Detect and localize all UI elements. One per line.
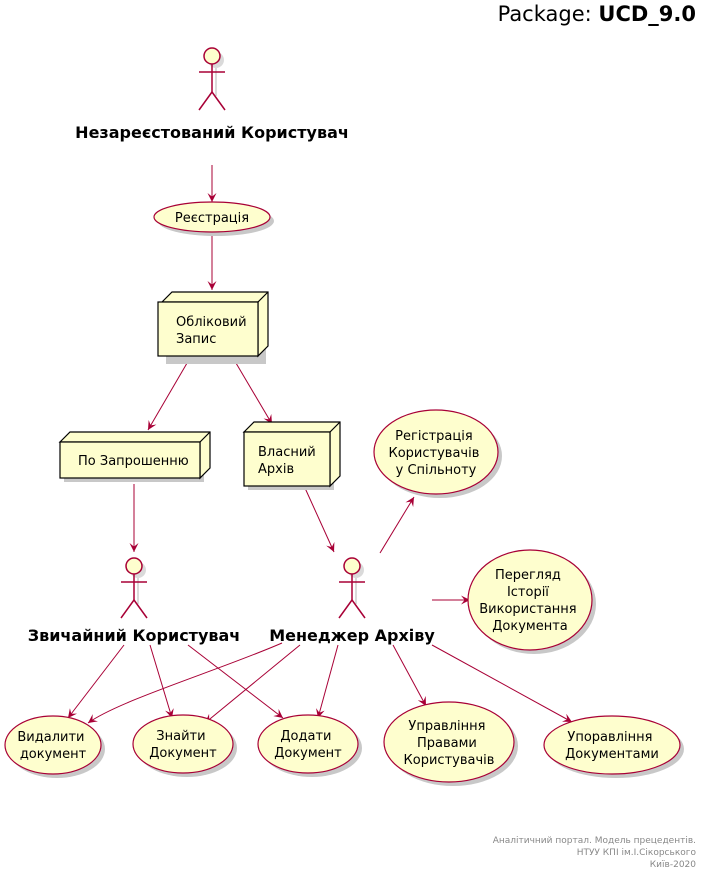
node-invite-label: По Запрошенню [78, 454, 189, 469]
actor-manager-label: Менеджер Архіву [269, 626, 435, 645]
edge-own-archive-manager [304, 487, 335, 553]
node-account: Обліковий Запис [157, 291, 269, 364]
actor-regular-label: Звичайний Користувач [28, 626, 241, 645]
usecase-register-users: Регістрація Користувачів у Спільноту [373, 409, 502, 498]
node-account-line-1: Обліковий [176, 315, 247, 330]
usecase-register-users-line-2: Користувачів [388, 446, 479, 461]
edge-account-own-archive [232, 357, 273, 425]
usecase-find-doc-line-2: Документ [149, 746, 217, 761]
usecase-register-users-label: Регістрація Користувачів у Спільноту [388, 429, 483, 478]
package-title: Package: UCD_9.0 [498, 2, 696, 26]
usecase-find-doc-label: Знайти Документ [149, 729, 217, 761]
usecase-registration-label: Реєстрація [175, 211, 249, 226]
package-title-prefix: Package: [497, 2, 599, 26]
edge-manager-docs [431, 644, 573, 723]
node-account-label: Обліковий Запис [176, 315, 251, 347]
edge-regular-find [149, 644, 174, 719]
usecase-add-doc-label: Додати Документ [274, 729, 342, 761]
footer-line-3: Київ-2020 [649, 860, 696, 870]
edges [67, 165, 573, 724]
edge-regular-add [187, 644, 284, 719]
usecase-manage-rights: Управління Правами Користувачів [383, 701, 518, 786]
usecase-manage-docs-line-2: Документами [565, 747, 659, 762]
usecase-view-history-line-4: Документа [492, 619, 568, 634]
usecase-view-history: Перегляд Історії Використання Документа [467, 549, 596, 654]
usecase-delete-doc-label: Видалити документ [17, 730, 88, 762]
usecase-delete-doc-line-1: Видалити [17, 730, 84, 745]
node-own-archive: Власний Архів [242, 421, 341, 490]
edge-manager-find [204, 644, 301, 724]
actor-unregistered-label: Незареєстований Користувач [75, 123, 349, 142]
footer-caption: Аналітичний портал. Модель прецедентів. … [493, 835, 696, 871]
usecase-manage-docs-line-1: Упоравління [567, 730, 652, 745]
usecase-manage-rights-label: Управління Правами Користувачів [404, 719, 495, 768]
actor-unregistered: Незареєстований Користувач [75, 47, 349, 142]
edge-manager-register-users [379, 496, 415, 554]
usecase-manage-rights-line-1: Управління [408, 719, 485, 734]
usecase-view-history-label: Перегляд Історії Використання Документа [479, 568, 581, 634]
usecase-registration: Реєстрація [153, 201, 274, 236]
usecase-delete-doc: Видалити документ [4, 715, 105, 778]
node-invite: По Запрошенню [58, 431, 211, 482]
edge-account-invite [147, 357, 191, 431]
stick-figure-icon [198, 47, 226, 111]
edge-regular-delete [67, 644, 125, 719]
actor-manager: Менеджер Архіву [269, 557, 435, 645]
usecase-find-doc-line-1: Знайти [156, 729, 205, 744]
usecase-manage-rights-line-2: Правами [417, 736, 477, 751]
usecase-add-doc-line-1: Додати [280, 729, 331, 744]
usecase-register-users-line-1: Регістрація [395, 429, 473, 444]
node-own-archive-line-2: Архів [258, 462, 294, 477]
footer-line-2: НТУУ КПІ ім.І.Сікорського [576, 848, 696, 858]
usecase-register-users-line-3: у Спільноту [396, 463, 477, 478]
stick-figure-icon [120, 557, 148, 619]
usecase-view-history-line-1: Перегляд [495, 568, 561, 583]
node-account-line-2: Запис [176, 332, 216, 347]
node-own-archive-line-1: Власний [258, 445, 316, 460]
stick-figure-icon [338, 557, 366, 619]
actor-regular: Звичайний Користувач [28, 557, 241, 645]
usecase-manage-docs: Упоравління Документами [543, 715, 684, 778]
usecase-find-doc: Знайти Документ [132, 714, 237, 777]
edge-manager-add [316, 644, 339, 719]
usecase-add-doc-line-2: Документ [274, 746, 342, 761]
usecase-manage-docs-label: Упоравління Документами [565, 730, 659, 762]
usecase-view-history-line-2: Історії [507, 585, 549, 600]
usecase-view-history-line-3: Використання [479, 602, 576, 617]
footer-line-1: Аналітичний портал. Модель прецедентів. [492, 836, 696, 846]
package-title-name: UCD_9.0 [598, 2, 696, 26]
usecase-delete-doc-line-2: документ [20, 747, 87, 762]
edge-manager-delete [87, 642, 283, 724]
node-own-archive-label: Власний Архів [258, 445, 320, 477]
usecase-add-doc: Додати Документ [257, 714, 362, 777]
edge-manager-rights [392, 644, 427, 707]
usecase-manage-rights-line-3: Користувачів [404, 753, 495, 768]
